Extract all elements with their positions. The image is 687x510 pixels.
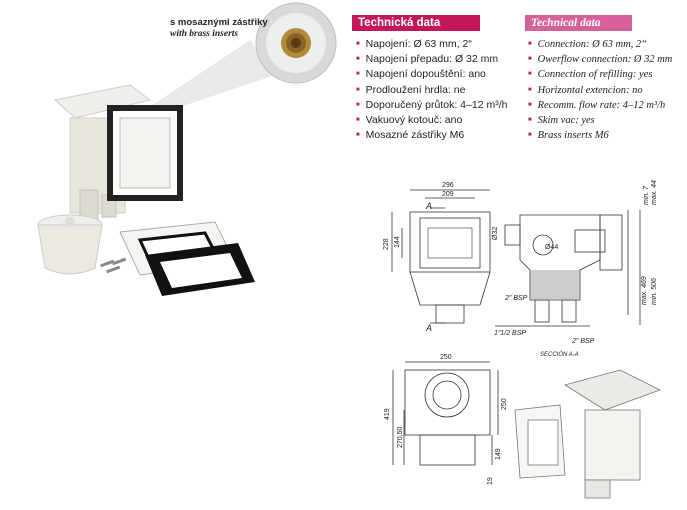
- dim-209: 209: [442, 191, 454, 198]
- top-view: [392, 361, 499, 466]
- screws: [100, 257, 127, 274]
- caption-cz: s mosaznými zástřiky: [170, 17, 268, 28]
- spec-cz-item: Napojení přepadu: Ø 32 mm: [356, 52, 507, 67]
- section-label: SECCIÓN A-A: [540, 351, 579, 358]
- min-506: min. 506: [651, 278, 658, 305]
- section-mark-top: A: [425, 201, 432, 211]
- skimmer-body: [53, 84, 183, 221]
- dim-228: 228: [383, 238, 390, 250]
- spec-en-item: Connection of refilling: yes: [528, 67, 672, 82]
- dim-296: 296: [442, 182, 454, 189]
- dim-144: 144: [394, 236, 401, 248]
- product-photo: [37, 2, 337, 296]
- specs-cz-list: Napojení: Ø 63 mm, 2“ Napojení přepadu: …: [356, 37, 508, 143]
- spec-cz-item: Napojení: Ø 63 mm, 2“: [356, 37, 507, 52]
- spec-en-item: Recomm. flow rate: 4–12 m³/h: [528, 98, 672, 113]
- specs-cz-title: Technická data: [352, 15, 480, 31]
- front-view: [391, 189, 491, 324]
- dim-19: 19: [487, 477, 494, 485]
- skimmer-basket: [37, 214, 103, 275]
- spec-cz-item: Vakuový kotouč: ano: [356, 113, 507, 128]
- isometric-view: [514, 369, 662, 499]
- frames-and-gaskets: [119, 221, 255, 296]
- dim-149: 149: [495, 448, 502, 460]
- max-44: max. 44: [651, 180, 658, 205]
- spec-cz-item: Mosazné zástřiky M6: [356, 128, 507, 143]
- section-view: [495, 210, 641, 327]
- dim-32: Ø32: [492, 227, 499, 240]
- dim-250-side: 250: [501, 398, 508, 410]
- bsp-2-right: 2" BSP: [571, 338, 595, 345]
- spec-cz-item: Napojení dopouštění: ano: [356, 67, 507, 82]
- caption-en: with brass inserts: [170, 29, 239, 39]
- specs-en-title: Technical data: [525, 15, 632, 31]
- dim-419: 419: [384, 408, 391, 420]
- spec-en-item: Horizontal extencion: no: [528, 83, 672, 98]
- min-7: min. 7: [643, 185, 650, 205]
- section-hatch: [530, 234, 580, 300]
- spec-cz-item: Prodloužení hrdla: ne: [356, 83, 507, 98]
- spec-en-item: Skim vac: yes: [528, 113, 672, 128]
- dim-270-50: 270,50: [397, 426, 404, 448]
- brass-insert-zoom: [255, 2, 337, 84]
- max-469: max. 469: [641, 276, 648, 305]
- spec-en-item: Brass inserts M6: [528, 128, 672, 143]
- spec-cz-item: Doporučený průtok: 4–12 m³/h: [356, 98, 508, 113]
- spec-en-item: Owerflow connection: Ø 32 mm: [528, 52, 673, 67]
- bsp-1-1-2: 1"1/2 BSP: [494, 330, 526, 337]
- bsp-2-left: 2" BSP: [504, 295, 528, 302]
- section-mark-bottom: A: [425, 323, 432, 333]
- dim-250-top: 250: [440, 354, 452, 361]
- dim-44: Ø44: [545, 244, 558, 251]
- specs-en-list: Connection: Ø 63 mm, 2“ Owerflow connect…: [528, 37, 673, 143]
- spec-en-item: Connection: Ø 63 mm, 2“: [528, 37, 672, 52]
